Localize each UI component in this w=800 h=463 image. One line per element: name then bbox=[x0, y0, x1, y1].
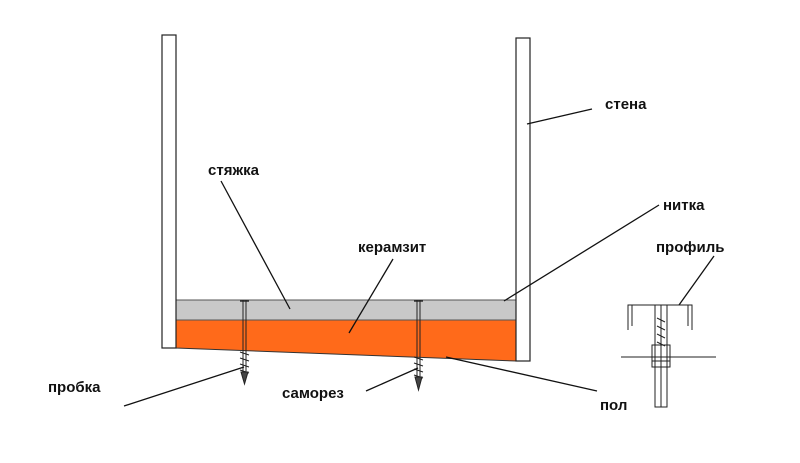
label-plug: пробка bbox=[48, 379, 101, 396]
right-wall bbox=[515, 37, 531, 362]
leader-thread bbox=[503, 204, 660, 302]
label-screw: саморез bbox=[282, 385, 344, 402]
leader-profile bbox=[678, 255, 715, 306]
leader-clay bbox=[348, 258, 394, 334]
label-screed: стяжка bbox=[208, 162, 260, 179]
screw-left bbox=[239, 300, 250, 386]
label-profile: профиль bbox=[656, 239, 724, 256]
label-thread: нитка bbox=[663, 197, 705, 214]
expanded-clay-layer bbox=[175, 319, 517, 362]
left-wall bbox=[161, 34, 177, 349]
leader-plug bbox=[123, 366, 245, 407]
screw-right bbox=[413, 300, 424, 392]
screed-layer bbox=[175, 299, 517, 321]
leader-floor bbox=[445, 356, 598, 392]
leader-screw bbox=[365, 367, 419, 392]
label-floor: пол bbox=[600, 397, 627, 414]
label-clay: керамзит bbox=[358, 239, 426, 256]
leader-screed bbox=[220, 180, 291, 310]
label-wall: стена bbox=[605, 96, 647, 113]
leader-wall bbox=[526, 108, 593, 125]
profile-detail bbox=[621, 304, 716, 408]
